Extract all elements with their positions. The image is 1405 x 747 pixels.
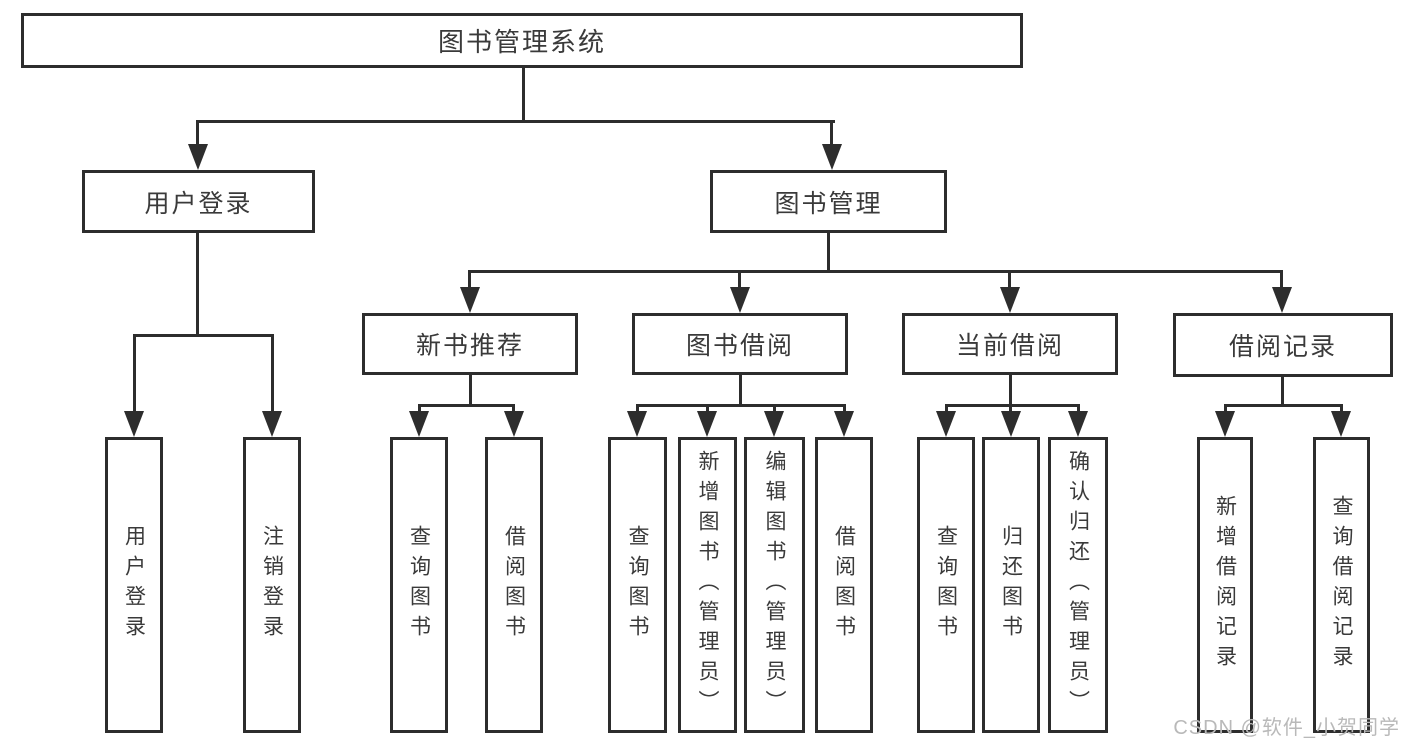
arrowhead-icon bbox=[409, 411, 429, 437]
connector-root-bar bbox=[197, 120, 835, 123]
connector-mgmt-bar bbox=[470, 270, 1283, 273]
connector-stem bbox=[773, 404, 776, 414]
arrowhead-icon bbox=[764, 411, 784, 437]
connector-current-stem bbox=[1009, 373, 1012, 407]
arrowhead-icon bbox=[1215, 411, 1235, 437]
arrowhead-icon bbox=[936, 411, 956, 437]
connector-root-stem bbox=[522, 66, 525, 122]
connector-recommend-stem bbox=[469, 373, 472, 407]
leaf-query-borrow-record: 查询借阅记录 bbox=[1313, 437, 1370, 733]
connector-stem bbox=[1008, 270, 1011, 289]
watermark: CSDN @软件_小贺同学 bbox=[1173, 717, 1400, 739]
connector-stem bbox=[1280, 270, 1283, 289]
connector-stem bbox=[418, 404, 421, 414]
arrowhead-icon bbox=[1068, 411, 1088, 437]
leaf-borrow-books-borrow: 借阅图书 bbox=[815, 437, 873, 733]
leaf-query-books-current: 查询图书 bbox=[917, 437, 975, 733]
arrowhead-icon bbox=[834, 411, 854, 437]
connector-stem bbox=[196, 120, 199, 148]
arrowhead-icon bbox=[822, 144, 842, 170]
arrowhead-icon bbox=[1000, 287, 1020, 313]
connector-stem bbox=[738, 270, 741, 289]
arrowhead-icon bbox=[262, 411, 282, 437]
node-borrow-records: 借阅记录 bbox=[1173, 313, 1393, 377]
leaf-logout: 注销登录 bbox=[243, 437, 301, 733]
arrowhead-icon bbox=[124, 411, 144, 437]
connector-stem bbox=[512, 404, 515, 414]
leaf-add-book-admin: 新增图书（管理员） bbox=[678, 437, 737, 733]
connector-stem bbox=[1077, 404, 1080, 414]
leaf-confirm-return-admin: 确认归还（管理员） bbox=[1048, 437, 1108, 733]
arrowhead-icon bbox=[460, 287, 480, 313]
arrowhead-icon bbox=[1331, 411, 1351, 437]
node-user-login-branch: 用户登录 bbox=[82, 170, 315, 233]
arrowhead-icon bbox=[730, 287, 750, 313]
node-current-borrow: 当前借阅 bbox=[902, 313, 1118, 375]
connector-borrow-bar bbox=[636, 404, 846, 407]
connector-borrow-stem bbox=[739, 373, 742, 407]
node-book-borrow: 图书借阅 bbox=[632, 313, 848, 375]
node-new-book-recommend: 新书推荐 bbox=[362, 313, 578, 375]
connector-recommend-bar bbox=[418, 404, 515, 407]
connector-stem bbox=[945, 404, 948, 414]
leaf-query-books-borrow: 查询图书 bbox=[608, 437, 667, 733]
connector-records-bar bbox=[1224, 404, 1343, 407]
connector-stem bbox=[133, 334, 136, 413]
leaf-add-borrow-record: 新增借阅记录 bbox=[1197, 437, 1253, 733]
connector-mgmt-stem bbox=[827, 231, 830, 272]
connector-stem bbox=[843, 404, 846, 414]
arrowhead-icon bbox=[1001, 411, 1021, 437]
leaf-edit-book-admin: 编辑图书（管理员） bbox=[744, 437, 805, 733]
connector-stem bbox=[271, 334, 274, 413]
arrowhead-icon bbox=[188, 144, 208, 170]
node-library-system: 图书管理系统 bbox=[21, 13, 1023, 68]
connector-records-stem bbox=[1281, 375, 1284, 407]
connector-stem bbox=[468, 270, 471, 289]
arrowhead-icon bbox=[627, 411, 647, 437]
leaf-user-login: 用户登录 bbox=[105, 437, 163, 733]
arrowhead-icon bbox=[1272, 287, 1292, 313]
leaf-return-book: 归还图书 bbox=[982, 437, 1040, 733]
connector-login-bar bbox=[133, 334, 274, 337]
connector-stem bbox=[706, 404, 709, 414]
connector-stem bbox=[1340, 404, 1343, 414]
leaf-borrow-books-recommend: 借阅图书 bbox=[485, 437, 543, 733]
arrowhead-icon bbox=[504, 411, 524, 437]
connector-stem bbox=[1009, 404, 1012, 414]
connector-current-bar bbox=[945, 404, 1080, 407]
arrowhead-icon bbox=[697, 411, 717, 437]
connector-stem bbox=[636, 404, 639, 414]
leaf-query-books-recommend: 查询图书 bbox=[390, 437, 448, 733]
node-book-management: 图书管理 bbox=[710, 170, 947, 233]
connector-stem bbox=[1224, 404, 1227, 414]
connector-login-stem bbox=[196, 231, 199, 337]
connector-stem bbox=[830, 120, 833, 148]
